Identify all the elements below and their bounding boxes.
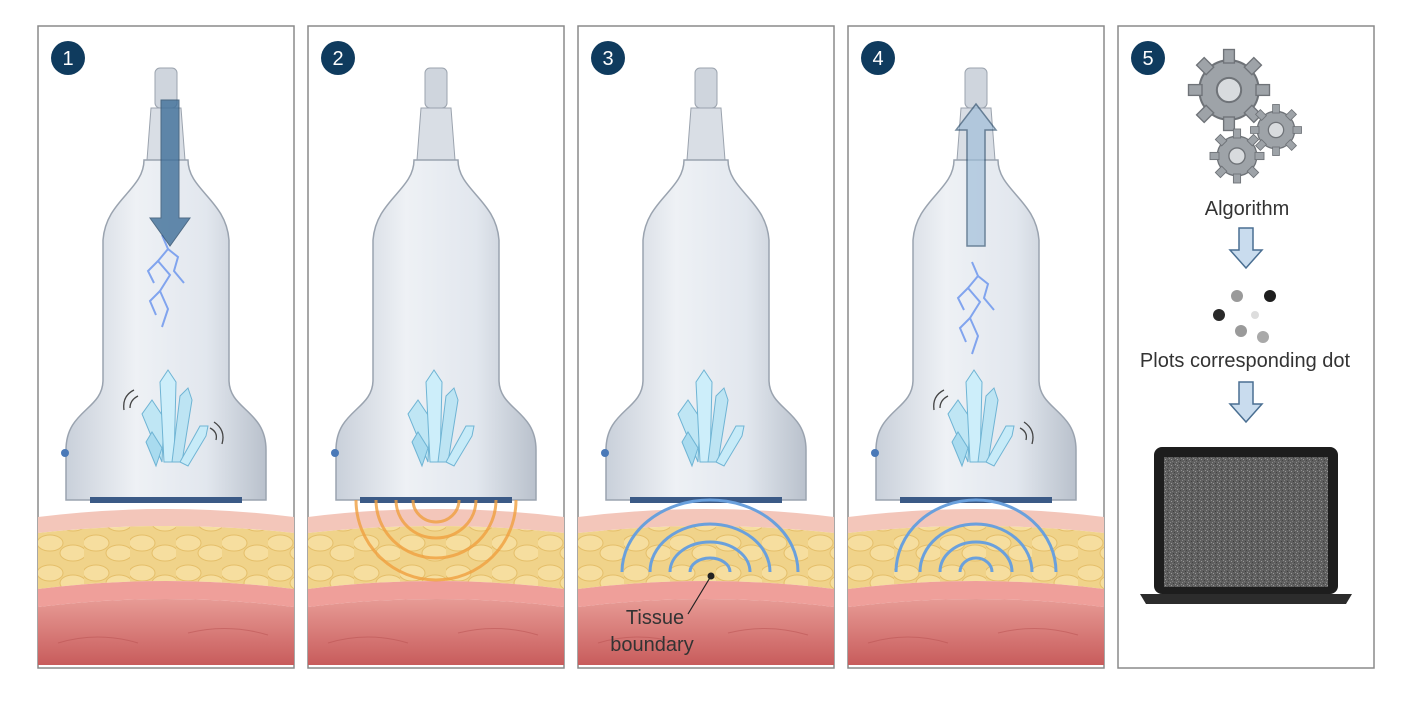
step-badge-2 bbox=[321, 41, 355, 75]
laptop-icon bbox=[1140, 447, 1352, 604]
push-down-arrow-icon bbox=[149, 99, 191, 247]
step-badge-3 bbox=[591, 41, 625, 75]
tissue-layers bbox=[847, 508, 1105, 666]
tissue-boundary-label-line2: boundary bbox=[610, 634, 693, 656]
plotted-dots bbox=[1213, 290, 1276, 343]
panel-1: 1 bbox=[37, 25, 295, 669]
step-number-2: 2 bbox=[332, 48, 343, 70]
tissue-boundary-label-line1: Tissue bbox=[626, 607, 684, 629]
up-arrow-icon bbox=[954, 102, 998, 247]
step-number-1: 1 bbox=[62, 48, 73, 70]
step-number-4: 4 bbox=[872, 48, 883, 70]
panel-5: Algorithm Plots corresponding dot 5 bbox=[1117, 25, 1375, 669]
sound-wave-icon bbox=[123, 389, 224, 445]
algorithm-label: Algorithm bbox=[1205, 198, 1289, 220]
sound-wave-icon bbox=[933, 389, 1034, 445]
orange-sound-waves bbox=[354, 499, 518, 582]
panel-3: Tissue boundary 3 bbox=[577, 25, 835, 669]
ultrasound-image-screen bbox=[1164, 457, 1328, 587]
step-badge-1 bbox=[51, 41, 85, 75]
step-number-5: 5 bbox=[1142, 48, 1153, 70]
panel-2: 2 bbox=[307, 25, 565, 669]
step-badge-5 bbox=[1131, 41, 1165, 75]
callout-line bbox=[687, 575, 712, 615]
step-number-3: 3 bbox=[602, 48, 613, 70]
panel-4: 4 bbox=[847, 25, 1105, 669]
blue-echo-waves bbox=[620, 498, 800, 573]
plots-corresponding-dot-label: Plots corresponding dot bbox=[1140, 350, 1351, 372]
step-badge-4 bbox=[861, 41, 895, 75]
tissue-layers bbox=[307, 508, 565, 666]
tissue-layers bbox=[37, 508, 295, 666]
blue-echo-waves bbox=[894, 498, 1058, 573]
